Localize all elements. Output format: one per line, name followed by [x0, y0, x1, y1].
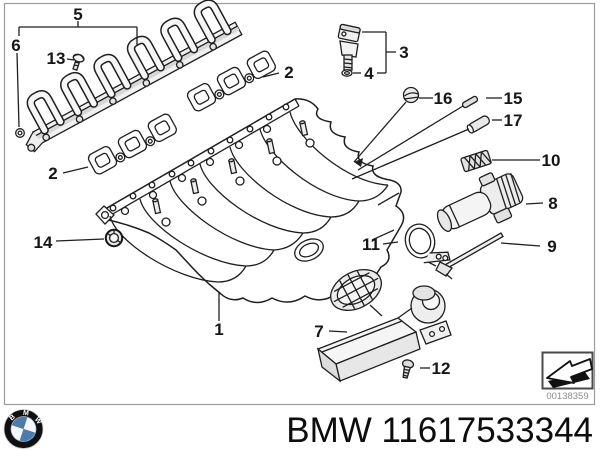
callout-6[interactable]: 6 — [11, 36, 20, 55]
callout-9[interactable]: 9 — [547, 237, 556, 256]
callout-7[interactable]: 7 — [314, 322, 323, 341]
part-bolt — [401, 359, 415, 379]
manifold-studs — [152, 120, 309, 215]
part-o-ring — [341, 69, 353, 77]
callout-11[interactable]: 11 — [362, 235, 380, 254]
bmw-roundel-logo: B M W — [3, 409, 44, 449]
logo-letter-w: W — [33, 416, 43, 426]
logo-letter-b: B — [8, 414, 16, 423]
callout-4[interactable]: 4 — [364, 64, 374, 83]
logo-letter-m: M — [22, 410, 29, 418]
callout-3[interactable]: 3 — [399, 43, 408, 62]
part-cap — [402, 86, 420, 104]
callout-1[interactable]: 1 — [214, 320, 223, 339]
continued-arrow-box — [541, 351, 594, 390]
part-screw-13 — [72, 53, 85, 71]
callout-15[interactable]: 15 — [504, 89, 523, 108]
part-intake-manifold — [95, 98, 405, 304]
part-clamp — [404, 223, 451, 264]
part-knurled-insert — [460, 149, 492, 173]
continued-arrow-icon — [546, 358, 593, 388]
callout-13[interactable]: 13 — [47, 49, 66, 68]
part-number-text: BMW 11617533344 — [286, 411, 593, 450]
part-cover-rail — [25, 0, 243, 153]
callout-16[interactable]: 16 — [434, 89, 453, 108]
callout-17[interactable]: 17 — [504, 111, 523, 130]
callout-2-upper[interactable]: 2 — [284, 63, 293, 82]
callout-8[interactable]: 8 — [548, 194, 557, 213]
part-nut — [104, 228, 124, 248]
part-intake-duct — [316, 269, 452, 383]
callout-5[interactable]: 5 — [73, 5, 82, 24]
callout-14[interactable]: 14 — [34, 233, 53, 252]
part-sleeve — [466, 115, 490, 134]
callout-12[interactable]: 12 — [432, 359, 451, 378]
callout-10[interactable]: 10 — [542, 151, 561, 170]
leader-lines — [16, 21, 544, 369]
part-gasket-set-lower — [87, 113, 177, 175]
part-gasket-set-upper — [186, 50, 276, 112]
part-idle-valve — [436, 172, 524, 232]
part-seal-ring — [15, 128, 25, 138]
callout-2-lower[interactable]: 2 — [48, 164, 57, 183]
part-pin — [461, 95, 479, 109]
image-number-watermark: 00138359 — [546, 391, 588, 402]
part-sensor — [337, 23, 361, 71]
leader-arrowhead — [354, 158, 363, 167]
